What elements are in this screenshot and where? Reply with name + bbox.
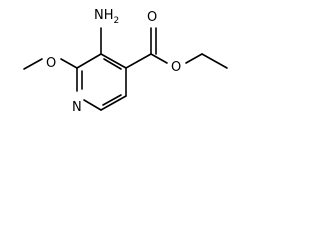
structure-canvas: NH2 O N O O <box>0 0 284 134</box>
bond-c5-c6-inner <box>102 94 122 106</box>
bond-c3-c4-inner <box>103 58 122 70</box>
methoxy-oxygen-label: O <box>46 56 56 71</box>
bond-c2-o <box>60 58 78 69</box>
bond-c4-carbonyl <box>125 53 152 69</box>
bond-c3-c4 <box>100 53 127 69</box>
bond-ch2-ch3 <box>201 53 228 69</box>
bond-c2-c3 <box>76 53 102 69</box>
bond-ester-o-ch2 <box>185 53 203 64</box>
bond-c5-c6 <box>100 95 127 111</box>
bond-carbonyl-ester-o <box>150 53 168 64</box>
pyridine-nitrogen-label: N <box>72 100 82 115</box>
chemical-structure-diagram: NH2 O N O O <box>23 8 228 115</box>
bond-c6-n1 <box>83 99 102 111</box>
amino-label: NH2 <box>94 8 119 26</box>
bond-o-methyl <box>23 58 43 70</box>
ester-oxygen-label: O <box>171 60 181 75</box>
carbonyl-oxygen-label: O <box>147 10 157 25</box>
bond-lines <box>23 27 228 111</box>
